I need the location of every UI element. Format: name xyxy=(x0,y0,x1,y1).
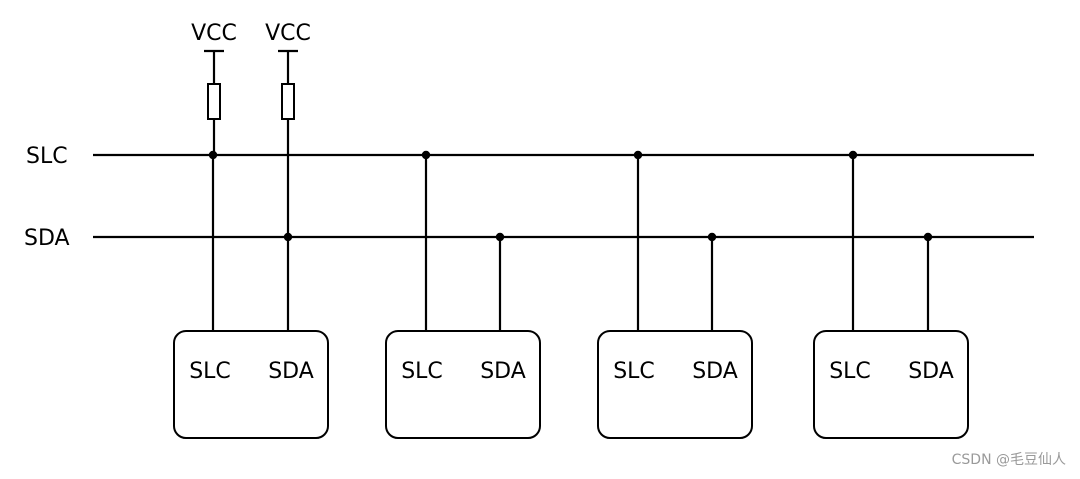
vcc-label: VCC xyxy=(191,21,237,46)
device-scl-pin-label: SLC xyxy=(189,359,231,384)
watermark: CSDN @毛豆仙人 xyxy=(951,452,1066,468)
device-sda-pin-label: SDA xyxy=(480,359,526,384)
device-sda-pin-label: SDA xyxy=(692,359,738,384)
device-3: SLC SDA xyxy=(597,155,753,439)
device-scl-pin-label: SLC xyxy=(401,359,443,384)
vcc-label: VCC xyxy=(265,21,311,46)
device-scl-pin-label: SLC xyxy=(829,359,871,384)
device-box xyxy=(385,330,541,439)
junction-dot xyxy=(495,232,505,242)
junction-dot xyxy=(421,150,431,160)
resistor-symbol xyxy=(281,83,295,120)
sda-bus-label: SDA xyxy=(24,226,70,251)
device-1: SLC SDA xyxy=(173,155,329,439)
pullup-resistor-sda: VCC xyxy=(265,21,311,237)
junction-dot xyxy=(707,232,717,242)
device-scl-pin-label: SLC xyxy=(613,359,655,384)
device-box xyxy=(597,330,753,439)
junction-dot xyxy=(848,150,858,160)
junction-dot xyxy=(283,232,293,242)
device-2: SLC SDA xyxy=(385,155,541,439)
scl-bus-label: SLC xyxy=(26,144,68,169)
junction-dot xyxy=(923,232,933,242)
resistor-symbol xyxy=(207,83,221,120)
device-sda-pin-label: SDA xyxy=(908,359,954,384)
device-4: SLC SDA xyxy=(813,155,969,439)
junction-dot xyxy=(208,150,218,160)
device-sda-pin-label: SDA xyxy=(268,359,314,384)
device-box xyxy=(813,330,969,439)
pullup-resistor-scl: VCC xyxy=(191,21,237,155)
device-box xyxy=(173,330,329,439)
junction-dot xyxy=(633,150,643,160)
